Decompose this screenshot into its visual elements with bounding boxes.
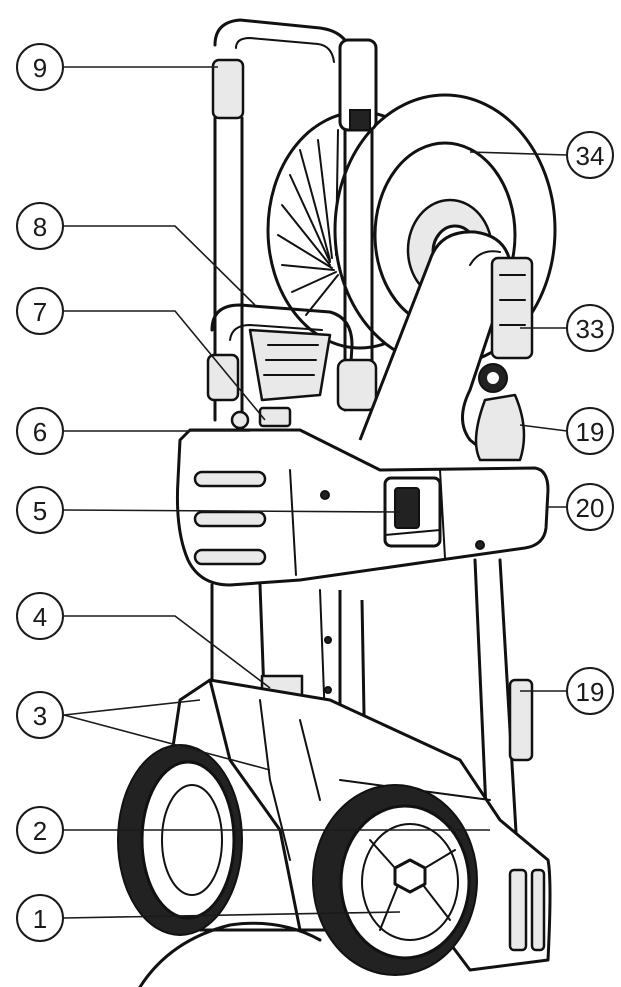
- svg-text:5: 5: [33, 496, 47, 526]
- callout-2: 2: [16, 806, 64, 854]
- svg-text:19: 19: [576, 417, 605, 447]
- left-wheel: [117, 744, 243, 936]
- callout-9: 9: [16, 43, 64, 91]
- bottom-hose-arc: [138, 921, 322, 987]
- svg-text:34: 34: [576, 141, 605, 171]
- svg-text:8: 8: [33, 212, 47, 242]
- callout-4: 4: [16, 592, 64, 640]
- callout-1: 1: [16, 894, 64, 942]
- main-cover: [175, 406, 550, 587]
- svg-text:9: 9: [33, 53, 47, 83]
- callout-33: 33: [566, 304, 614, 352]
- lance-holder: [206, 303, 378, 412]
- callout-20: 20: [566, 483, 614, 531]
- callout-19-upper: 19: [566, 407, 614, 455]
- right-wheel: [312, 784, 478, 976]
- svg-text:33: 33: [576, 314, 605, 344]
- callout-3: 3: [16, 691, 64, 739]
- svg-text:6: 6: [33, 417, 47, 447]
- upper-handle: [211, 18, 378, 422]
- callout-19-lower: 19: [566, 667, 614, 715]
- power-switch: [383, 476, 442, 548]
- callouts: 9 8 7 6 5 4 3 2: [16, 43, 614, 942]
- reel-arm: [358, 230, 534, 462]
- svg-text:2: 2: [33, 816, 47, 846]
- callout-8: 8: [16, 202, 64, 250]
- svg-text:4: 4: [33, 602, 47, 632]
- callout-5: 5: [16, 486, 64, 534]
- svg-text:20: 20: [576, 493, 605, 523]
- svg-text:3: 3: [33, 701, 47, 731]
- callout-7: 7: [16, 287, 64, 335]
- cover-vents: [193, 470, 267, 566]
- pressure-washer-illustration: [117, 18, 557, 987]
- callout-34: 34: [566, 131, 614, 179]
- leader-lines: [63, 66, 568, 919]
- svg-text:1: 1: [33, 904, 47, 934]
- svg-text:7: 7: [33, 297, 47, 327]
- svg-text:19: 19: [576, 677, 605, 707]
- callout-6: 6: [16, 407, 64, 455]
